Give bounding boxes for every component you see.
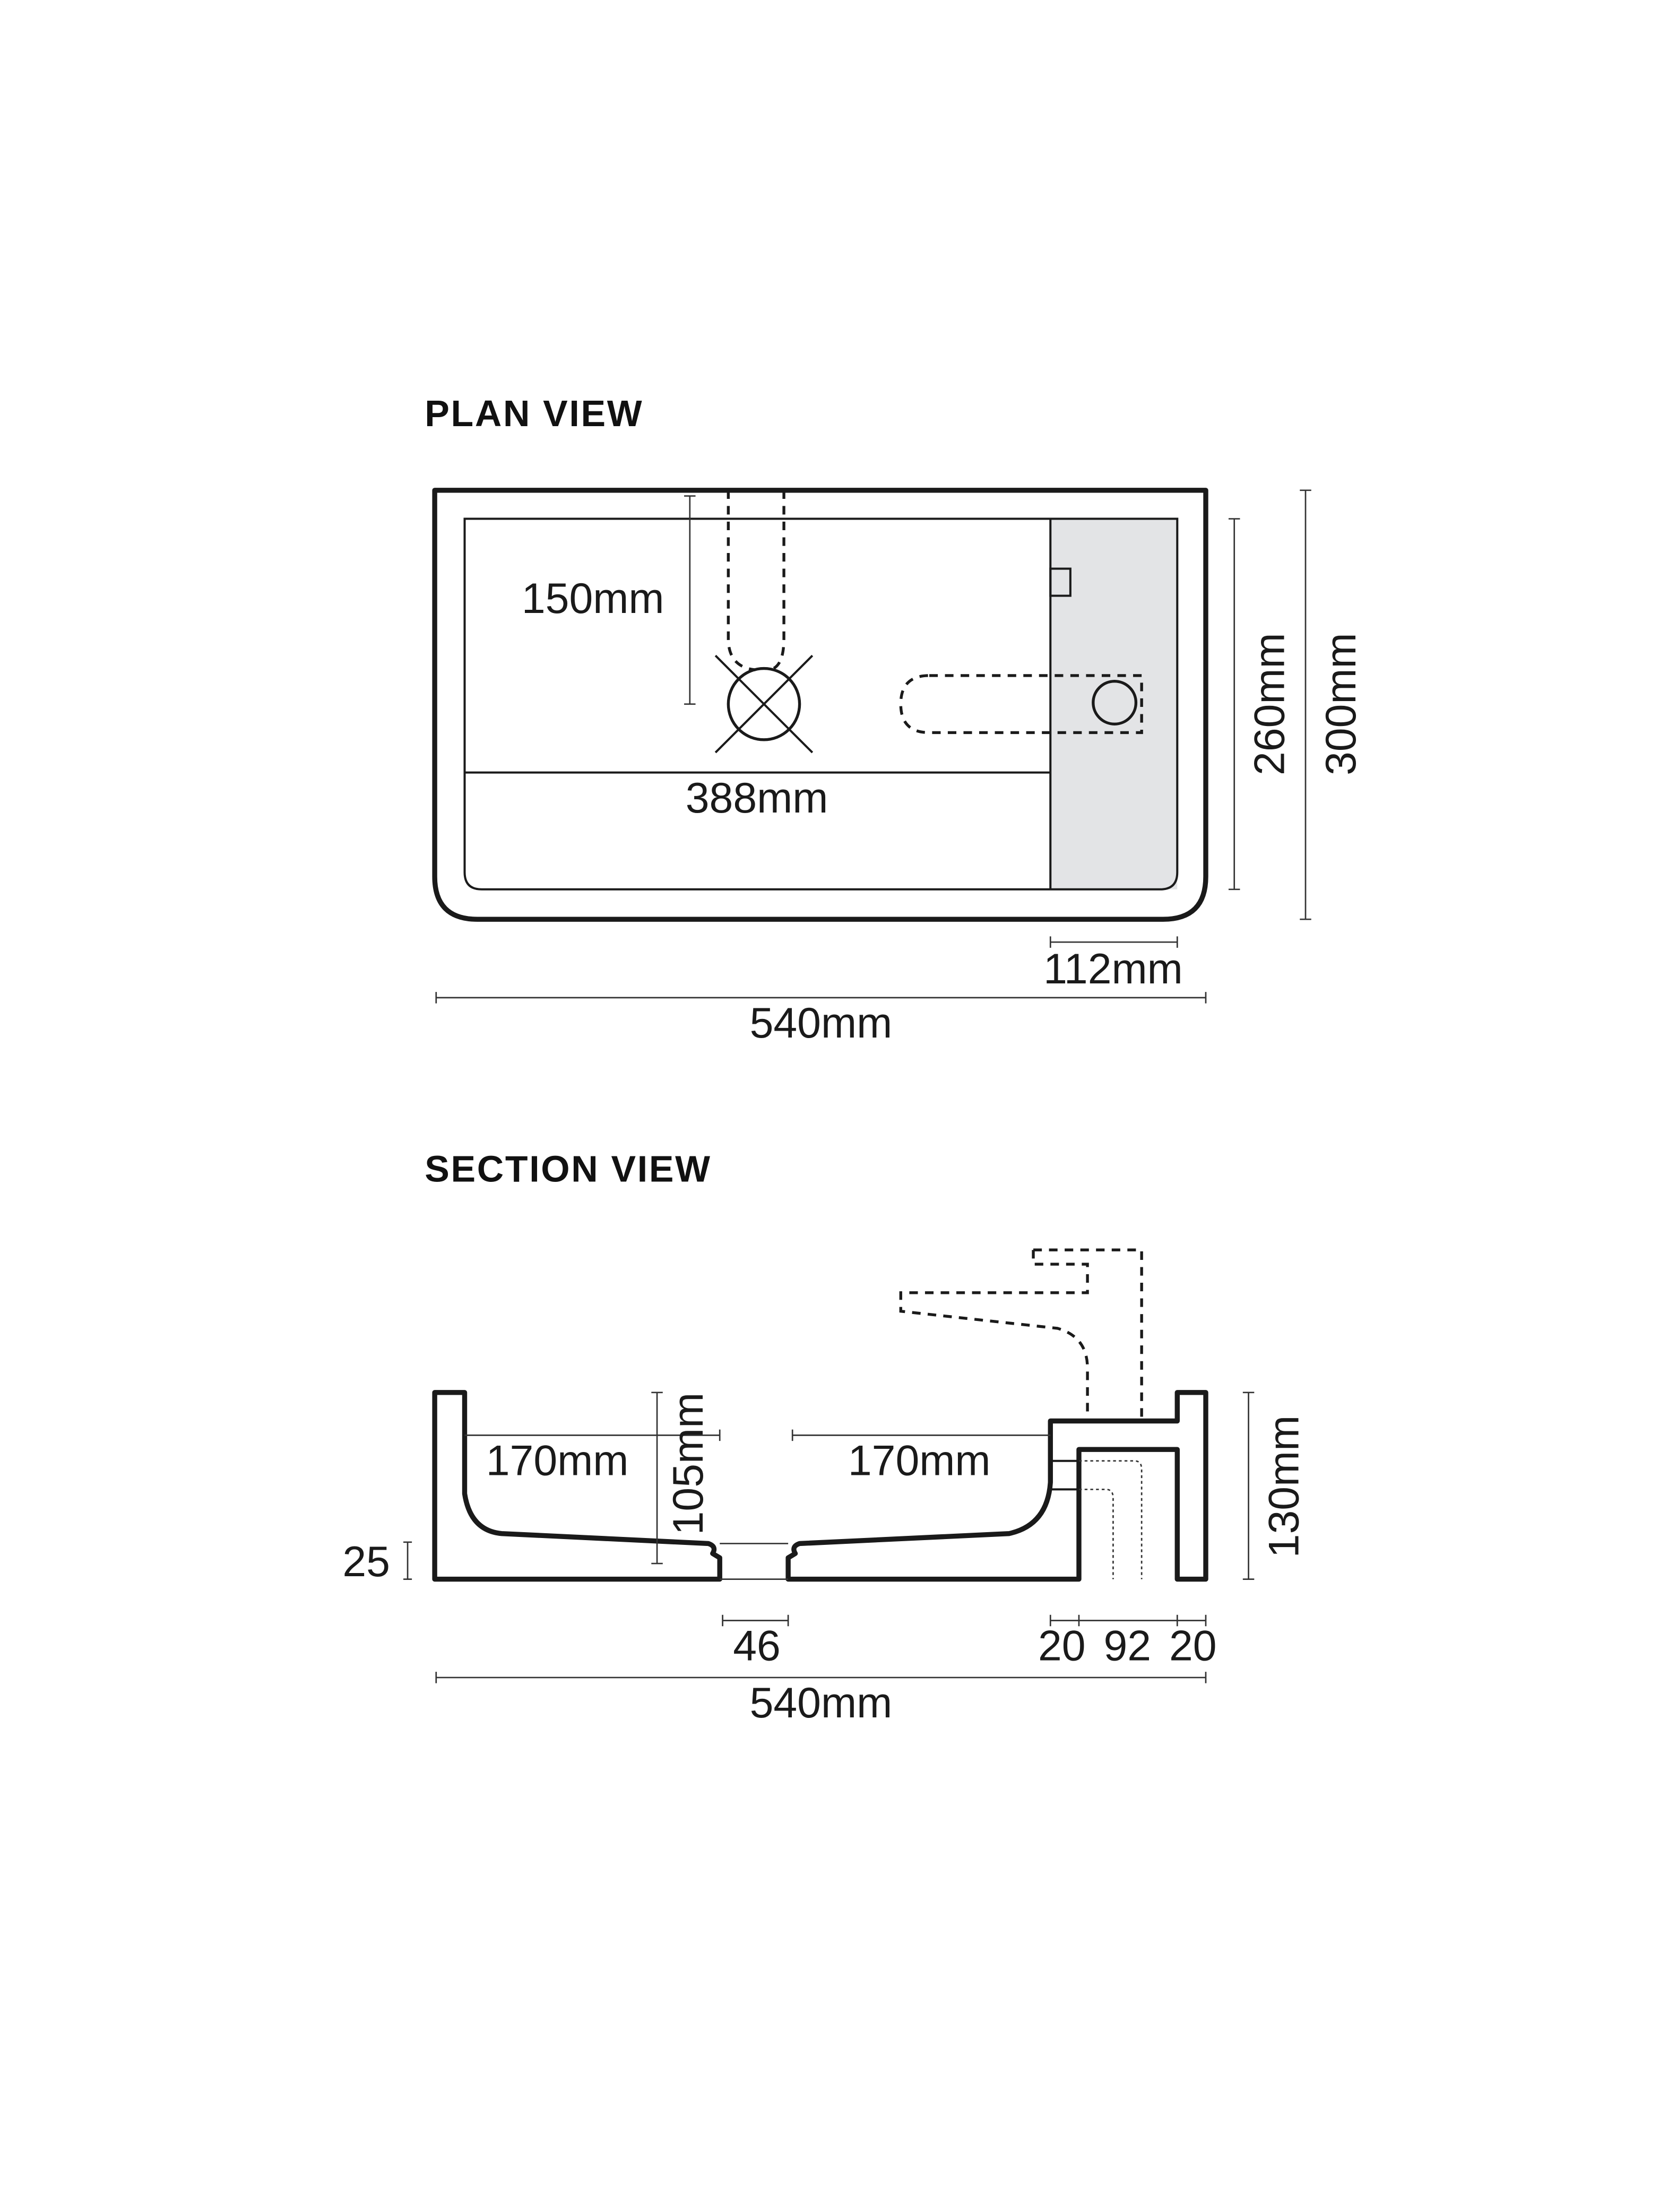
dim-left-bowl-label: 170mm xyxy=(486,1437,629,1485)
dim-overall-width-label: 540mm xyxy=(750,999,893,1047)
dim-section-width-label: 540mm xyxy=(750,1679,893,1727)
dim-waste-offset-label: 150mm xyxy=(522,575,664,623)
dim-inner-depth-label: 260mm xyxy=(1246,633,1294,775)
dim-cavity-label: 92 xyxy=(1103,1622,1151,1670)
tap-connector-lines xyxy=(1050,1459,1079,1491)
dim-300: 300mm xyxy=(1300,489,1365,920)
section-view-title: SECTION VIEW xyxy=(425,1148,711,1189)
dim-20-92-20: 20 92 20 xyxy=(1038,1614,1217,1670)
dim-540-plan: 540mm xyxy=(435,992,1207,1047)
dim-bowl-height-label: 105mm xyxy=(664,1393,712,1535)
dim-wall-left-label: 20 xyxy=(1038,1622,1086,1670)
dim-overall-height-label: 130mm xyxy=(1260,1415,1308,1558)
tap-supply-pipes-dotted xyxy=(1078,1460,1143,1579)
waste-outlet-lines xyxy=(720,1543,789,1580)
dim-46: 46 xyxy=(722,1614,789,1670)
waste-cross xyxy=(714,654,814,754)
trap-pipe-dashed xyxy=(727,490,785,671)
plan-outer-outline xyxy=(432,488,1208,922)
tap-shelf xyxy=(1050,519,1178,889)
dim-shelf-width-label: 112mm xyxy=(1043,945,1183,993)
section-left-piece xyxy=(432,1390,722,1582)
dim-260: 260mm xyxy=(1228,518,1294,891)
dim-base-thickness-label: 25 xyxy=(342,1538,390,1586)
plan-inner-outline xyxy=(463,517,1179,891)
tap-body-dashed xyxy=(899,1248,1143,1421)
dim-waste-width-label: 46 xyxy=(733,1622,781,1670)
tap-hole-icon xyxy=(1092,680,1138,725)
dim-130: 130mm xyxy=(1242,1392,1308,1580)
section-view: SECTION VIEW 170mm 105mm 170mm 25 130mm xyxy=(342,1148,1308,1727)
waste-icon xyxy=(727,667,801,741)
dim-112: 112mm xyxy=(1043,936,1183,993)
dim-right-bowl-label: 170mm xyxy=(848,1437,991,1485)
dim-150: 150mm xyxy=(522,495,696,705)
dim-wall-right-label: 20 xyxy=(1169,1622,1217,1670)
dim-170-left: 170mm xyxy=(464,1429,721,1485)
dim-25: 25 xyxy=(342,1538,412,1586)
dim-170-right: 170mm xyxy=(791,1429,1051,1485)
overflow-icon xyxy=(1049,567,1072,597)
dim-540-section: 540mm xyxy=(435,1672,1207,1727)
tap-spout-dashed xyxy=(899,674,1143,735)
plan-view-title: PLAN VIEW xyxy=(425,393,643,434)
plan-view: PLAN VIEW 150mm 388mm 260mm 300mm 112mm xyxy=(425,393,1365,1047)
dim-bowl-length-label: 388mm xyxy=(686,774,828,822)
dim-105: 105mm xyxy=(651,1392,712,1565)
dim-overall-depth-label: 300mm xyxy=(1317,633,1365,775)
section-right-piece xyxy=(785,1390,1208,1582)
